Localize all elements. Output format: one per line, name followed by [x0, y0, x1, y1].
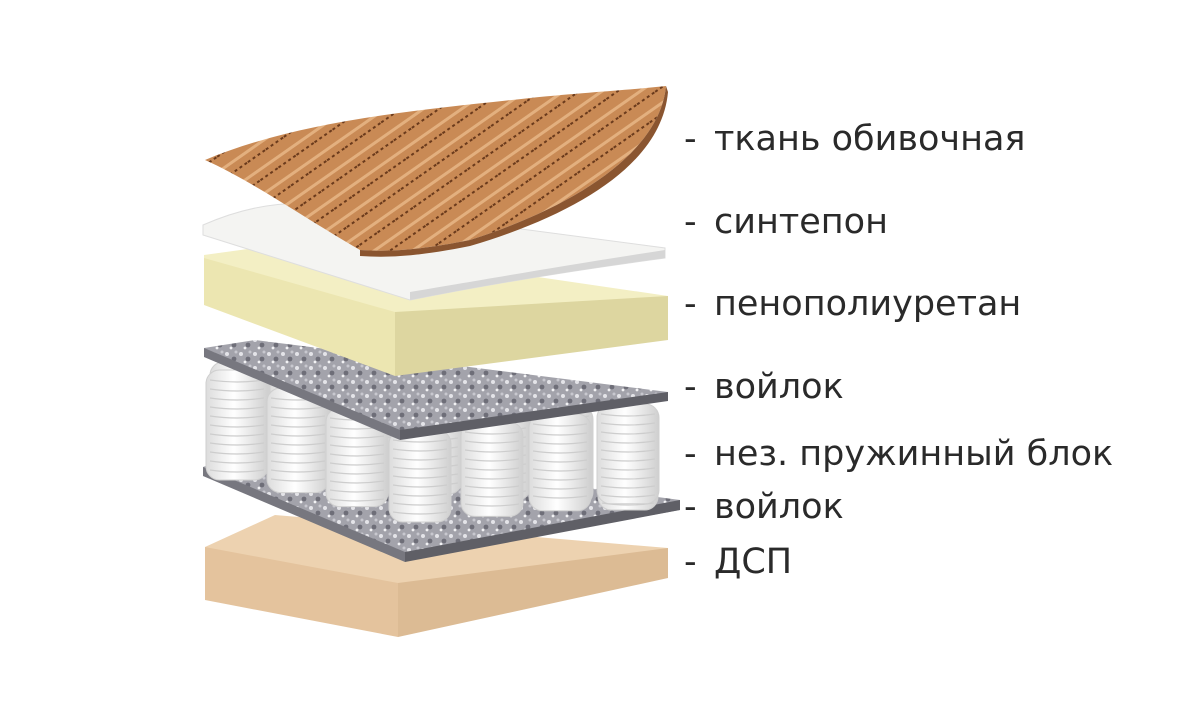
- label-fabric: -ткань обивочная: [684, 119, 1026, 159]
- spring-pocket: [205, 369, 269, 481]
- label-felt-top: -войлок: [684, 367, 844, 407]
- label-dsp: -ДСП: [684, 542, 793, 582]
- spring-pocket: [325, 407, 389, 508]
- label-felt-bottom: -войлок: [684, 487, 844, 527]
- label-springs: -нез. пружинный блок: [684, 434, 1114, 474]
- label-sintepon: -синтепон: [684, 202, 888, 242]
- spring-pocket: [460, 421, 524, 517]
- dsp-layer: [205, 515, 668, 637]
- spring-pocket: [528, 413, 592, 512]
- fabric-layer: [205, 86, 668, 257]
- spring-pocket: [266, 387, 330, 494]
- spring-pocket: [596, 403, 660, 505]
- label-foam: -пенополиуретан: [684, 284, 1022, 324]
- foam-layer: [204, 242, 668, 376]
- spring-pocket: [388, 429, 452, 523]
- felt-top-layer: [204, 340, 668, 440]
